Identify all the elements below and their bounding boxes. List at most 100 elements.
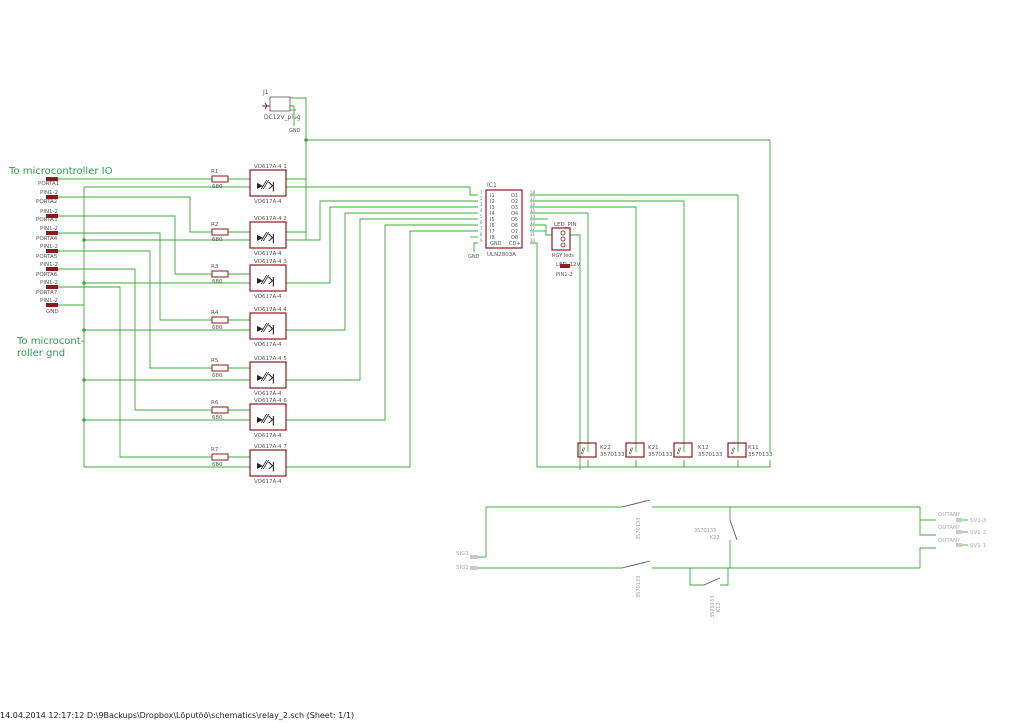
ic-pin-number: 5 xyxy=(480,214,483,219)
relay-labels: K22 3570133 K21 3570133 K12 3570133 K11 … xyxy=(600,445,773,458)
opto-diode-icon: ▸⁄⁄ʞ xyxy=(257,412,275,426)
port-name: PORTA3 xyxy=(36,217,58,223)
signal-label: SIG2 xyxy=(456,565,469,571)
contact-value: 3570133 xyxy=(636,518,642,540)
output-pin: SV1-3 xyxy=(970,518,987,524)
ic-pin-number: 11 xyxy=(530,232,536,237)
resistor-value: 680 xyxy=(212,415,223,421)
note-microcontroller-gnd-line2: roller gnd xyxy=(17,348,66,359)
ic-pin: O6 xyxy=(511,223,518,229)
resistor-value: 680 xyxy=(212,184,223,190)
ic-pin: I4 xyxy=(490,211,495,217)
contact-value: 3570133 xyxy=(710,596,716,618)
jack-value: DC12V_plug xyxy=(264,114,301,121)
resistor-value: 680 xyxy=(212,279,223,285)
relay-coil-icon: ⫽ xyxy=(730,447,735,457)
output-label: OUTAN? xyxy=(938,538,960,544)
port-pads xyxy=(46,177,58,307)
relay-value: 3570133 xyxy=(698,452,723,458)
ic-pin-number: 17 xyxy=(530,196,536,201)
opto-diode-icon: ▸⁄⁄ʞ xyxy=(257,230,275,244)
output-label: OUTAN? xyxy=(938,525,960,531)
ic-pin-number: 2 xyxy=(480,196,483,201)
resistor-labels: R1 680 R2 680 R3 680 R4 680 R5 680 R6 68… xyxy=(211,169,223,468)
relay-value: 3570133 xyxy=(648,452,673,458)
port-pin: PIN1-2 xyxy=(40,244,58,250)
signal-labels: SIG1 SIG2 OUTAN? OUTAN? OUTAN? SV1-3 SV1… xyxy=(456,512,987,571)
opto-diode-icon: ▸⁄⁄ʞ xyxy=(257,370,275,384)
ic-ref: IC1 xyxy=(487,182,497,189)
port-name: PORTA7 xyxy=(36,290,58,296)
ic-pin-number: 10 xyxy=(530,238,536,243)
port-pin: PIN1-2 xyxy=(40,262,58,268)
resistor-ref: R6 xyxy=(211,400,219,406)
opto-label-top: VO617A-4 5 xyxy=(254,356,287,362)
resistor-ref: R4 xyxy=(211,310,219,316)
port-name: PORTA6 xyxy=(36,272,58,278)
port-pin: PIN1-2 xyxy=(40,280,58,286)
opto-label-bottom: VO617A-4 xyxy=(254,433,282,439)
relay-value: 3570133 xyxy=(748,452,773,458)
contact-labels: 3570133 3570133 3570133 K12 3570133 K22 xyxy=(636,518,722,618)
ic-pin-number: 1 xyxy=(480,190,483,195)
opto-label-top: VO617A-4 4 xyxy=(254,307,287,313)
led-label: LED_PIN xyxy=(554,222,577,228)
port-name: GND xyxy=(46,309,59,315)
led-connector-pins xyxy=(560,230,566,248)
ic-pin-number: 4 xyxy=(480,208,483,213)
ic-pin: I6 xyxy=(490,223,495,229)
output-label: OUTAN? xyxy=(938,512,960,518)
resistor-value: 680 xyxy=(212,325,223,331)
relay-ref: K22 xyxy=(600,445,611,451)
contact-switches xyxy=(621,499,738,586)
port-pin: PIN1-2 xyxy=(40,298,58,304)
contact-value: 3570133 xyxy=(636,576,642,598)
ic-pin: GND xyxy=(490,241,502,247)
contact-ref: K12 xyxy=(716,602,722,612)
ic-pin: I2 xyxy=(490,199,495,205)
led-pin-label: PIN1-2 xyxy=(556,272,572,278)
opto-label-top: VO617A-4 3 xyxy=(254,259,287,265)
relay-coil-icon: ⫽ xyxy=(676,447,681,457)
contact-wires xyxy=(478,506,968,586)
opto-glyphs: ▸⁄⁄ʞ ▸⁄⁄ʞ ▸⁄⁄ʞ ▸⁄⁄ʞ ▸⁄⁄ʞ ▸⁄⁄ʞ ▸⁄⁄ʞ xyxy=(257,178,275,472)
output-pin: SV1-1 xyxy=(970,543,986,549)
opto-label-bottom: VO617A-4 xyxy=(254,199,282,205)
relay-value: 3570133 xyxy=(600,452,625,458)
ic-pin-number: 9 xyxy=(480,238,483,243)
jack-gnd-label: GND xyxy=(289,128,301,134)
port-labels: PORTA1 PIN1-2 PORTA2 PIN1-2 PORTA3 PIN1-… xyxy=(36,181,59,315)
opto-diode-icon: ▸⁄⁄ʞ xyxy=(257,321,275,335)
resistor-ref: R7 xyxy=(211,447,219,453)
opto-label-top: VO617A-4 2 xyxy=(254,216,287,222)
ic-pin: O1 xyxy=(511,193,518,199)
ic-pin: O4 xyxy=(511,211,518,217)
signal-label: SIG1 xyxy=(456,551,469,557)
ic-pin-number: 16 xyxy=(530,202,536,207)
relay-ref: K11 xyxy=(748,445,759,451)
optocouplers xyxy=(249,169,287,477)
note-microcontroller-io: To microcontroller IO xyxy=(9,166,113,177)
relay-coils xyxy=(577,442,747,458)
ic-pin: O2 xyxy=(511,199,518,205)
ic-pin: CD+ xyxy=(509,241,521,247)
port-name: PORTA1 xyxy=(38,181,59,187)
ic-pin-number: 7 xyxy=(480,226,483,231)
resistor-ref: R1 xyxy=(211,169,218,175)
ic-pin: O5 xyxy=(511,217,518,223)
opto-label-bottom: VO617A-4 xyxy=(254,342,282,348)
port-pin: PIN1-2 xyxy=(40,209,58,215)
ic-value: ULN2803A xyxy=(487,252,516,258)
contact-ref: K22 xyxy=(710,535,720,541)
led-12v-pad xyxy=(560,264,570,268)
opto-label-top: VO617A-4 7 xyxy=(254,444,287,450)
port-pin: PIN1-2 xyxy=(40,226,58,232)
resistor-ref: R3 xyxy=(211,264,219,270)
led-12v-label: LED_12V xyxy=(556,262,581,268)
led-value: RGY leds xyxy=(552,253,574,259)
port-name: PORTA4 xyxy=(36,236,58,242)
resistors xyxy=(211,175,229,461)
ic-uln2803a xyxy=(485,189,523,249)
ic-pin: I1 xyxy=(490,193,495,199)
